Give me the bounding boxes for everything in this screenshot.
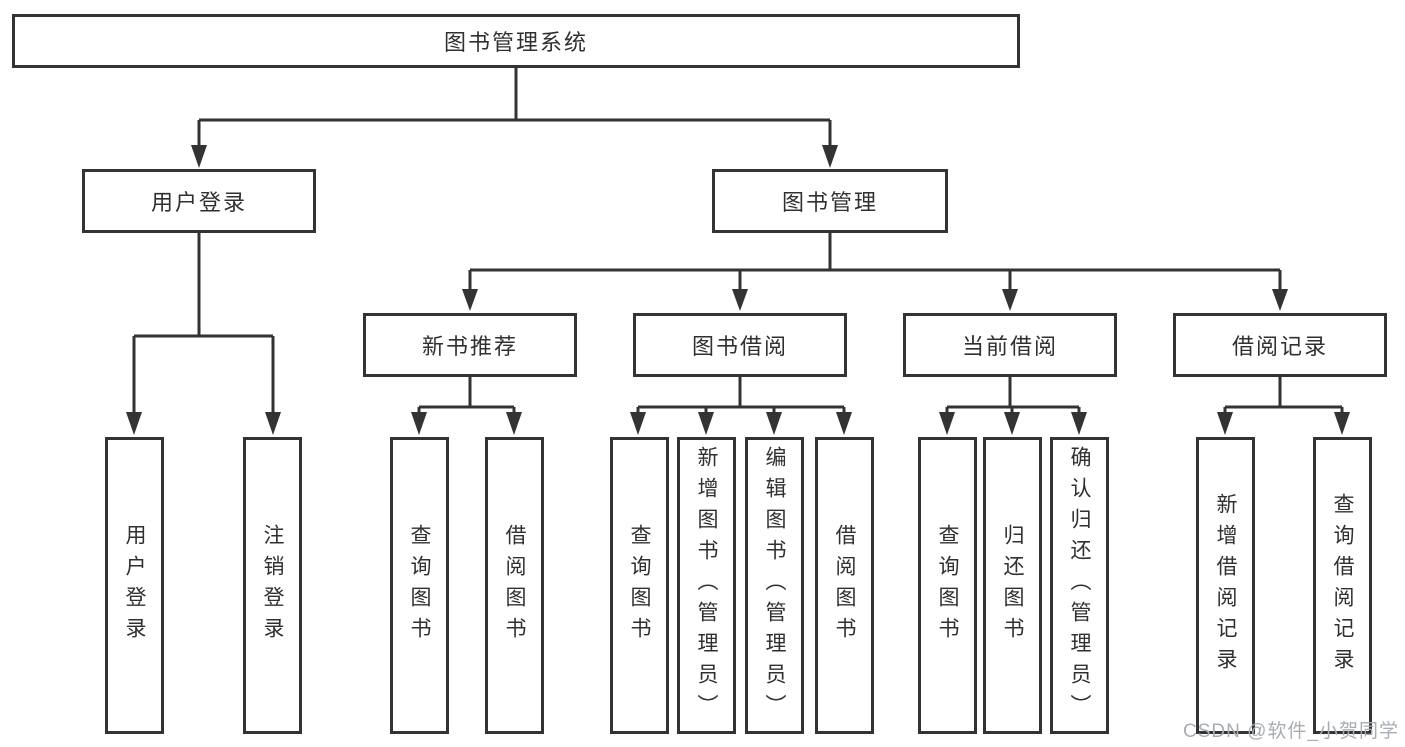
leaf-label: 查询图书 — [936, 523, 959, 648]
leaf-edit-books-admin: 编辑图书（管理员） — [745, 437, 804, 734]
leaf-query-books-current: 查询图书 — [918, 437, 977, 734]
leaf-label: 查询图书 — [408, 523, 431, 648]
arrowhead-icons — [126, 145, 1350, 435]
leaf-confirm-return-admin: 确认归还（管理员） — [1050, 437, 1109, 734]
leaf-borrow-books-recommend: 借阅图书 — [485, 437, 544, 734]
csdn-watermark: CSDN @软件_小贺同学 — [1183, 721, 1399, 742]
leaf-label: 借阅图书 — [833, 523, 856, 648]
node-new-book-recommend: 新书推荐 — [363, 313, 577, 377]
node-current-borrow: 当前借阅 — [903, 313, 1117, 377]
node-borrow-records: 借阅记录 — [1173, 313, 1387, 377]
leaf-label: 新增借阅记录 — [1214, 492, 1237, 679]
leaf-add-borrow-record: 新增借阅记录 — [1196, 437, 1255, 734]
leaf-user-login: 用户登录 — [105, 437, 164, 734]
node-book-borrow: 图书借阅 — [633, 313, 847, 377]
leaf-borrow-books: 借阅图书 — [815, 437, 874, 734]
leaf-label: 查询图书 — [628, 523, 651, 648]
leaf-label: 新增图书（管理员） — [695, 446, 718, 725]
node-user-login: 用户登录 — [82, 169, 316, 233]
leaf-query-borrow-record: 查询借阅记录 — [1313, 437, 1372, 734]
leaf-label: 查询借阅记录 — [1331, 492, 1354, 679]
leaf-label: 借阅图书 — [503, 523, 526, 648]
leaf-label: 注销登录 — [261, 523, 284, 648]
leaf-query-books-recommend: 查询图书 — [390, 437, 449, 734]
leaf-label: 用户登录 — [123, 523, 146, 648]
leaf-return-books: 归还图书 — [983, 437, 1042, 734]
leaf-query-books-borrow: 查询图书 — [610, 437, 669, 734]
leaf-label: 确认归还（管理员） — [1068, 446, 1091, 725]
node-book-management: 图书管理 — [712, 169, 948, 233]
leaf-logout: 注销登录 — [243, 437, 302, 734]
leaf-label: 归还图书 — [1001, 523, 1024, 648]
node-root-system: 图书管理系统 — [12, 14, 1020, 68]
leaf-label: 编辑图书（管理员） — [763, 446, 786, 725]
leaf-add-books-admin: 新增图书（管理员） — [677, 437, 736, 734]
